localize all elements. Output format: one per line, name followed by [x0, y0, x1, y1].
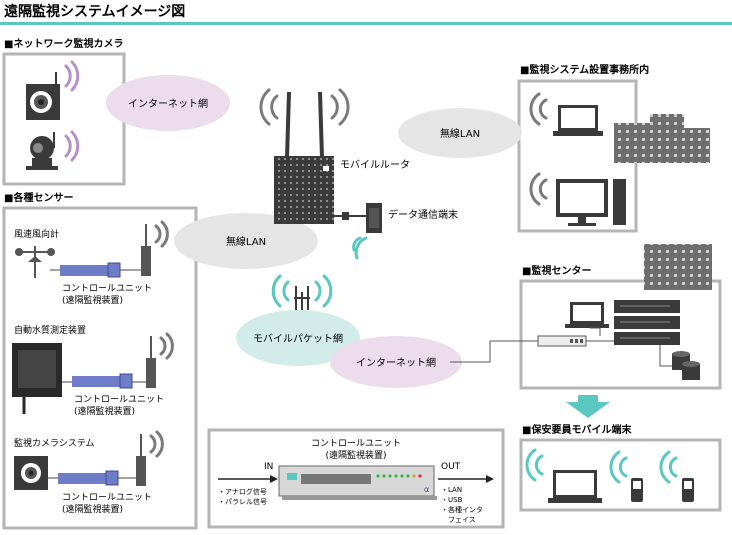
anemometer-icon: [15, 246, 55, 278]
unit-label: コントロールユニット: [74, 395, 164, 405]
wave-icon: [271, 274, 333, 308]
cloud-mobile-packet: [236, 310, 360, 366]
transmitter-icon: [146, 336, 156, 388]
control-unit-icon: [60, 262, 121, 278]
base-antenna-icon: [294, 286, 310, 310]
wave-icon: [159, 332, 174, 360]
unit-label: コントロールユニット: [62, 284, 152, 294]
detail-subtitle: (遠隔監視装置): [325, 449, 386, 461]
dome-camera-icon: [26, 132, 58, 170]
water-quality-analyzer-icon: [12, 343, 62, 414]
arrow-right-icon: [486, 475, 494, 483]
database-icon: [672, 351, 700, 380]
wave-icon: [154, 220, 169, 248]
section-label-sensors: ■各種センサー: [4, 191, 73, 204]
office-building-icon: [614, 114, 710, 163]
network-switch-icon: [537, 335, 587, 347]
wave-icon: [529, 92, 548, 126]
mobile-router-icon: [274, 91, 334, 224]
control-unit-front-panel: α: [278, 465, 437, 500]
wave-icon: [529, 172, 548, 206]
laptop-icon: [565, 302, 609, 328]
desktop-pc-icon: [556, 179, 626, 226]
sensors-frame: [2, 206, 198, 530]
network-camera-icon: [26, 72, 60, 120]
detail-out-label: OUT: [441, 462, 461, 472]
transmitter-icon: [141, 224, 151, 276]
wave-icon: [609, 450, 628, 484]
center-building-icon: [644, 244, 712, 290]
wave-icon: [64, 130, 80, 162]
mobile-phone-icon: [682, 478, 694, 502]
sensor-wind-label: 風速風向計: [14, 228, 59, 240]
wave-icon: [525, 448, 544, 482]
input-item: ・アナログ信号: [218, 487, 267, 496]
section-label-office: ■監視システム設置事務所内: [520, 63, 649, 76]
input-item: ・パラレル信号: [218, 497, 267, 506]
network-cable: [450, 327, 672, 367]
cloud-internet-top: [106, 75, 230, 131]
control-unit-icon: [72, 373, 133, 389]
sensor-camsys-label: 監視カメラシステム: [14, 437, 95, 449]
laptop-icon: [548, 470, 602, 503]
cloud-internet-bottom-label: インターネット網: [356, 356, 436, 369]
wave-icon: [64, 60, 80, 92]
wave-icon: [149, 430, 164, 458]
detail-frame: [207, 428, 505, 529]
data-terminal-icon: [342, 203, 382, 233]
cloud-internet-top-label: インターネット網: [128, 97, 208, 110]
transmitter-icon: [136, 434, 146, 486]
unit-sublabel: (遠隔監視装置): [74, 405, 135, 417]
center-frame: [519, 279, 722, 390]
unit-sublabel: (遠隔監視装置): [62, 294, 123, 306]
cloud-lan-left: [174, 213, 318, 269]
arrow-down-icon: [566, 395, 610, 418]
mobile-phone-icon: [631, 478, 643, 502]
arrow-right-icon: [270, 475, 278, 483]
cloud-internet-bottom: [330, 336, 462, 388]
unit-label: コントロールユニット: [62, 493, 152, 503]
camera-icon: [14, 456, 48, 490]
output-item: ・LAN: [441, 486, 462, 494]
output-item: ・USB: [441, 496, 463, 504]
sensor-water-label: 自動水質測定装置: [14, 324, 86, 336]
unit-sublabel: (遠隔監視装置): [62, 503, 123, 515]
wave-icon: [352, 236, 368, 260]
camera-frame: [2, 52, 126, 186]
wave-icon: [259, 88, 350, 126]
svg-text:α: α: [424, 485, 429, 494]
section-label-center: ■監視センター: [522, 264, 591, 277]
wave-icon: [659, 450, 678, 484]
page-title: 遠隔監視システムイメージ図: [4, 3, 185, 20]
router-label: モバイルルータ: [340, 159, 410, 171]
section-label-camera: ■ネットワーク監視カメラ: [4, 37, 123, 50]
server-rack-icon: [614, 300, 680, 345]
laptop-icon: [553, 105, 603, 136]
mobile-frame: [519, 438, 722, 512]
detail-in-label: IN: [264, 462, 273, 472]
cloud-lan-right: [398, 108, 522, 158]
data-terminal-label: データ通信端末: [388, 208, 458, 221]
cloud-lan-left-label: 無線LAN: [226, 235, 266, 248]
output-item: ・各種インタ: [441, 505, 483, 514]
detail-title: コントロールユニット: [311, 439, 401, 449]
output-item: フェイス: [441, 516, 476, 524]
cloud-mobile-packet-label: モバイルパケット網: [253, 332, 343, 345]
cloud-lan-right-label: 無線LAN: [440, 127, 480, 140]
section-label-mobile: ■保安要員モバイル端末: [522, 423, 632, 436]
title-underline: [0, 22, 732, 25]
control-unit-icon: [58, 470, 119, 486]
